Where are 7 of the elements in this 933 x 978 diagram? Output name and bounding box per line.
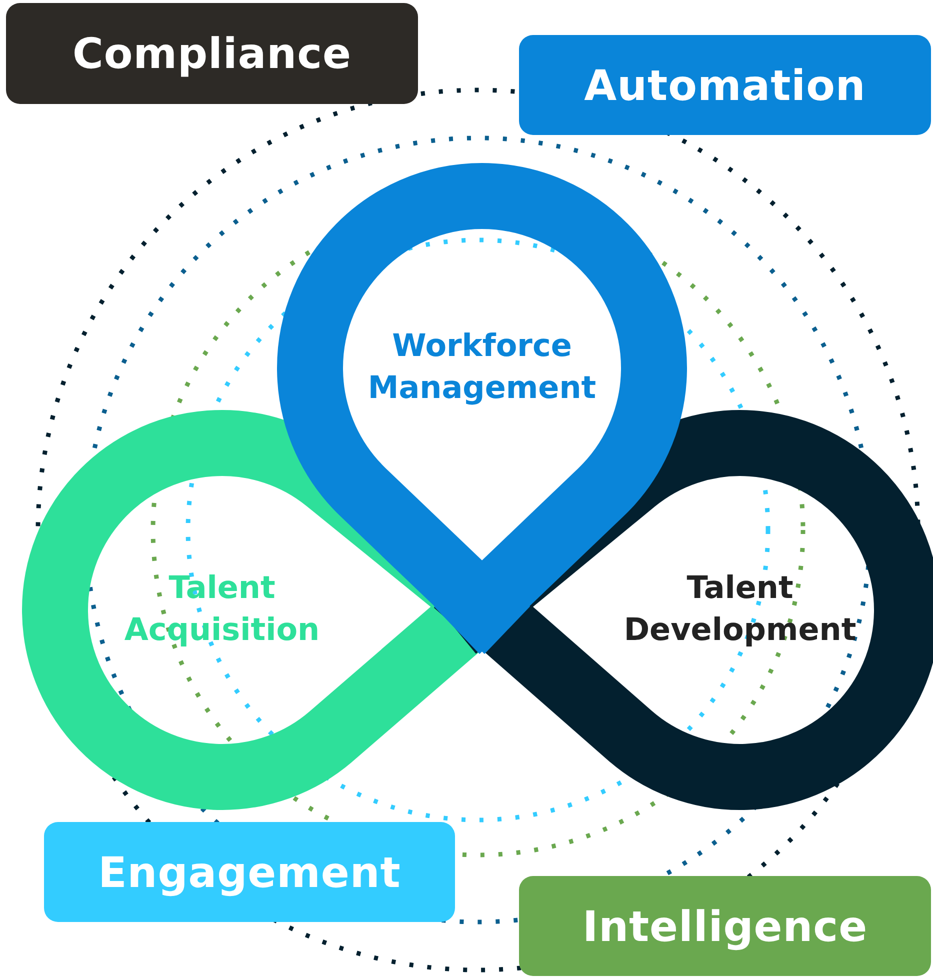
loop-title: Talent Acquisition (123, 569, 321, 650)
label-box: Automation (519, 35, 931, 135)
label-box: Engagement (44, 822, 455, 922)
loop-title: Talent Development (622, 569, 858, 650)
label-box: Compliance (6, 3, 418, 104)
loop-title: Workforce Management (366, 327, 598, 408)
label-box: Intelligence (519, 876, 931, 976)
